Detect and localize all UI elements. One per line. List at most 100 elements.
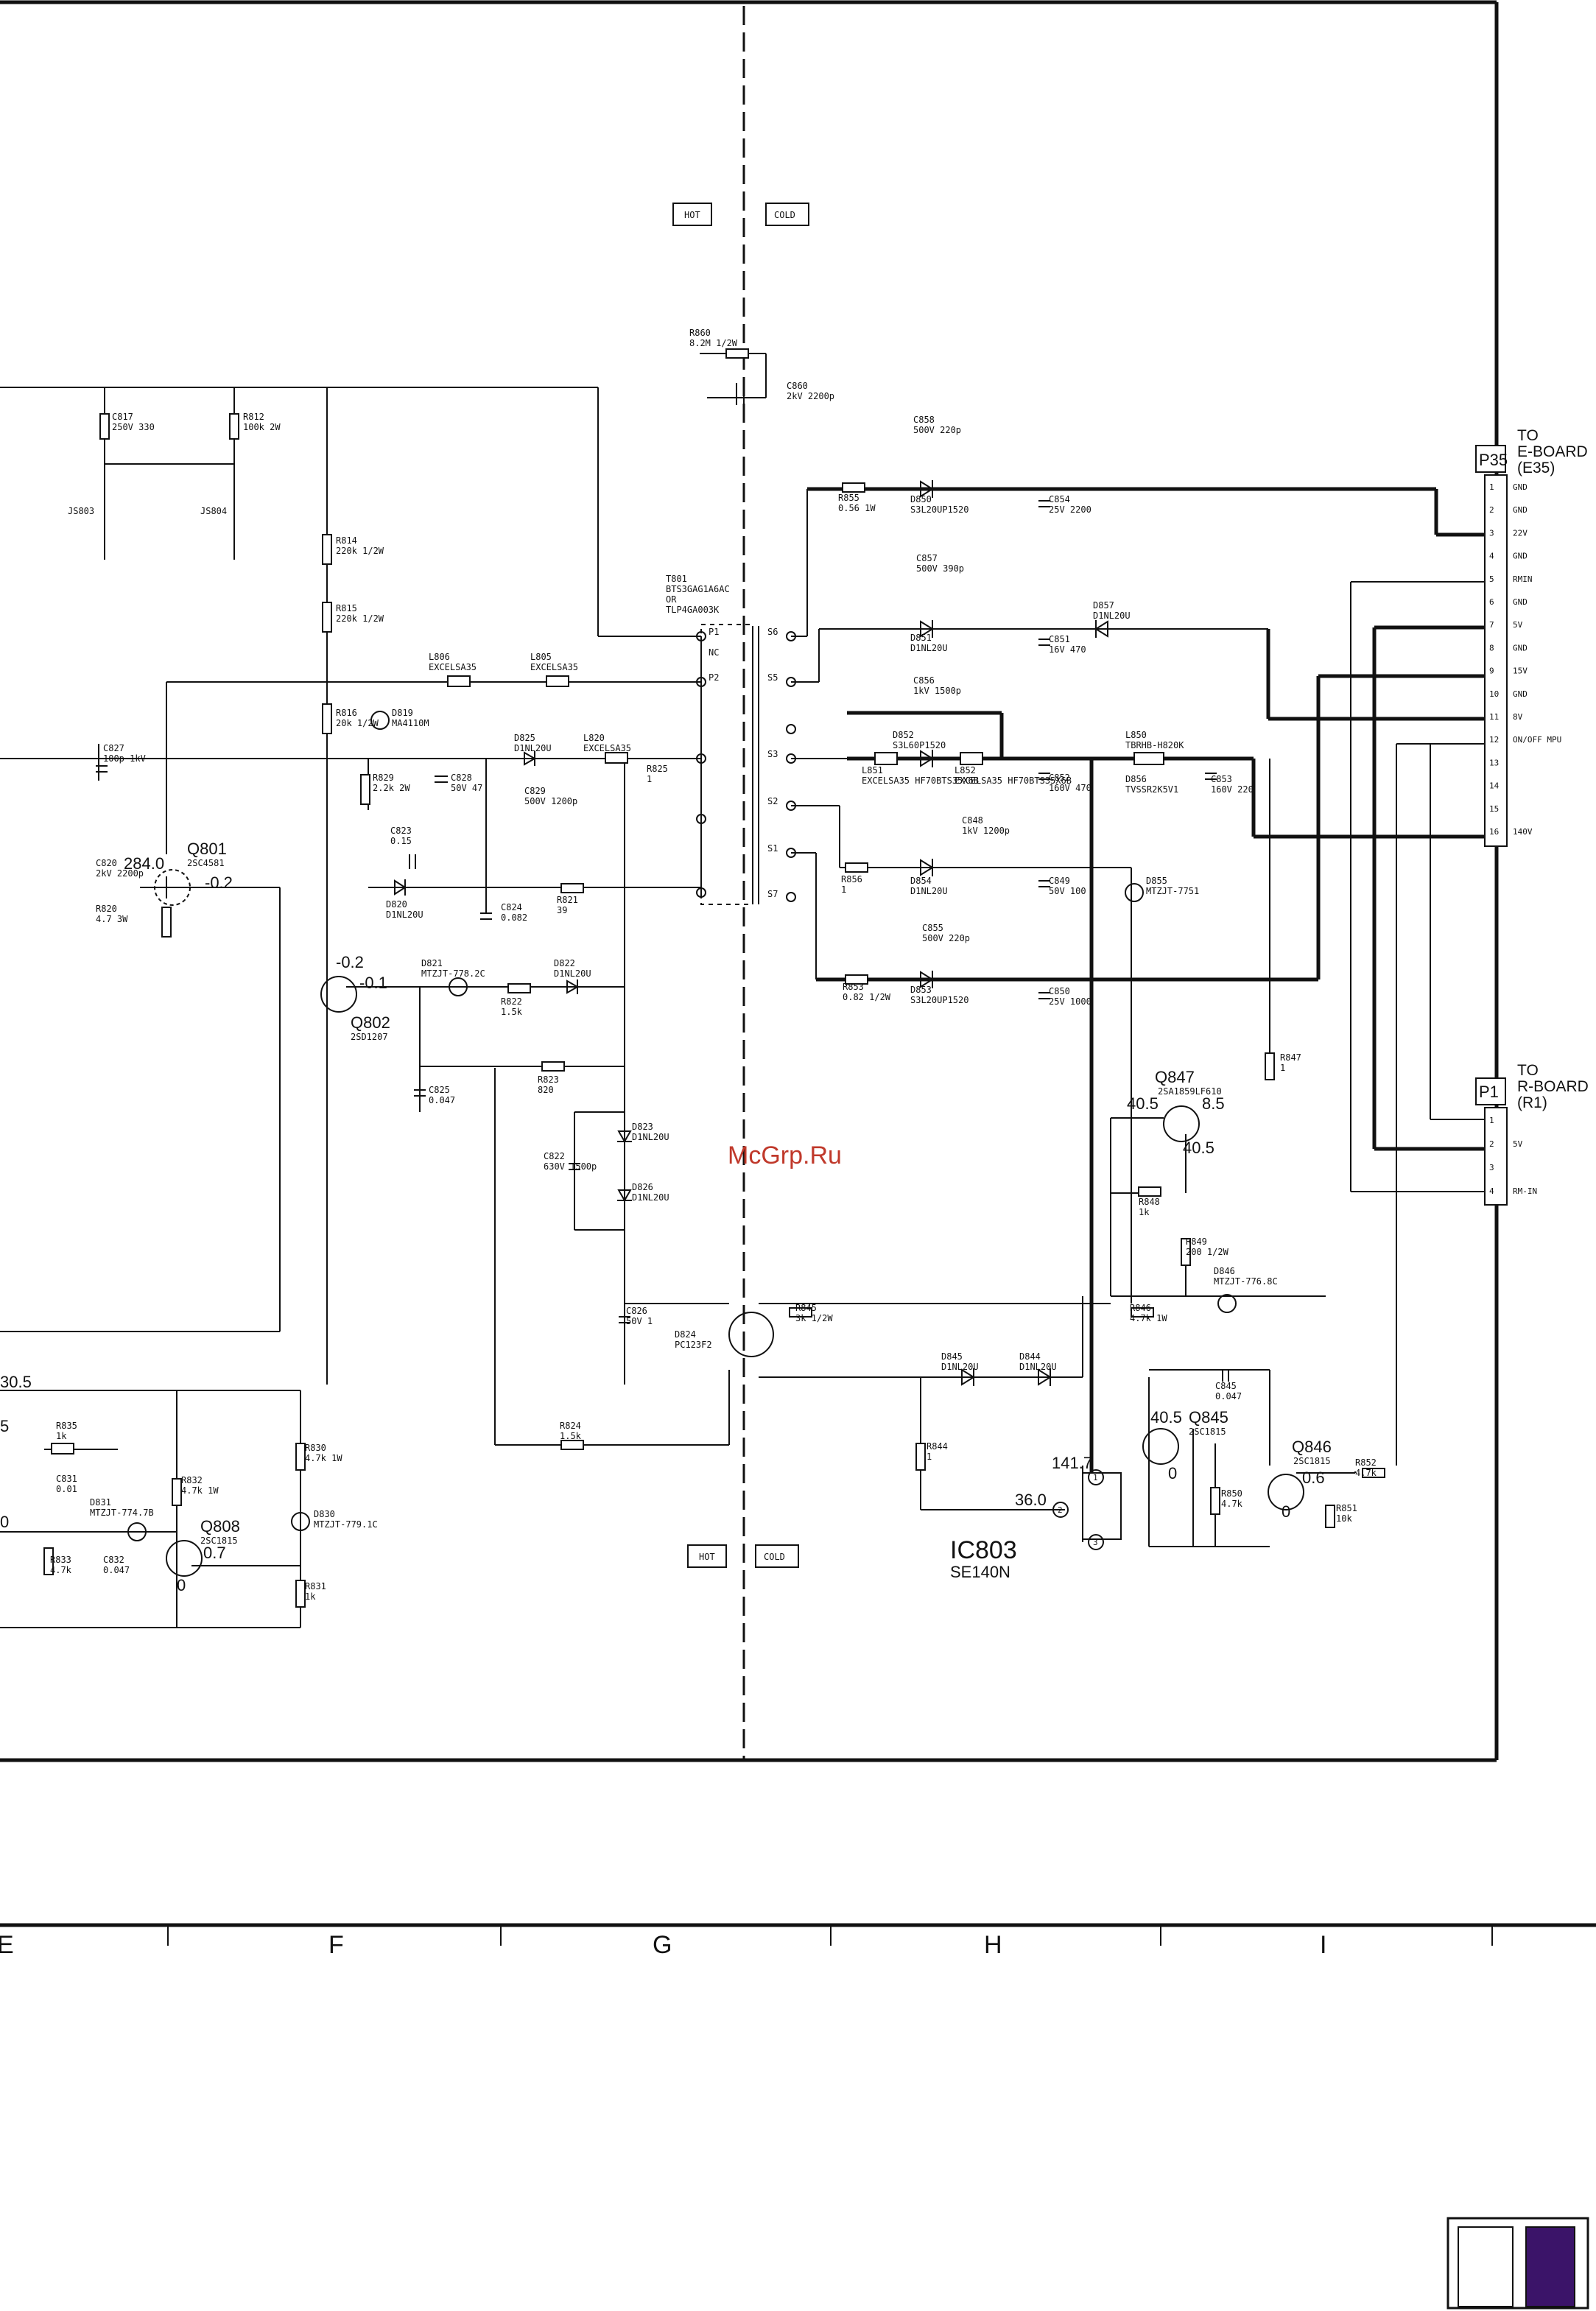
label-js804: JS804 [200,506,227,516]
svg-text:30.5: 30.5 [0,1373,32,1391]
label-d846: D846 [1214,1266,1235,1276]
label-l805: L805 [530,652,552,662]
svg-text:10k: 10k [1336,1513,1352,1524]
svg-text:500V 390p: 500V 390p [916,563,964,574]
svg-text:P1: P1 [1479,1083,1499,1101]
pin-number: 8 [1489,643,1494,653]
svg-text:SE140N: SE140N [950,1563,1010,1581]
svg-text:100p 1kV: 100p 1kV [103,753,146,764]
label-c822: C822 [544,1151,565,1161]
svg-text:Q847: Q847 [1155,1068,1195,1086]
label-c848: C848 [962,815,983,826]
svg-text:E-BOARD: E-BOARD [1517,443,1588,460]
svg-text:2kV 2200p: 2kV 2200p [96,868,144,879]
svg-text:D1NL20U: D1NL20U [632,1132,669,1142]
q801: Q801 2SC4581 284.0 -0.2 [124,840,233,906]
cold-side-components [789,480,1385,1528]
label-r846: R846 [1130,1303,1151,1313]
svg-text:4.7 3W: 4.7 3W [96,914,128,924]
cold-side-wiring [759,487,1485,1547]
svg-text:S2: S2 [767,796,778,806]
svg-text:4.7k 1W: 4.7k 1W [1130,1313,1167,1323]
label-c826: C826 [626,1306,647,1316]
svg-text:2.2k 2W: 2.2k 2W [373,783,410,793]
svg-text:0.047: 0.047 [1215,1391,1242,1401]
svg-text:P35: P35 [1479,451,1508,469]
svg-text:0.01: 0.01 [56,1484,77,1494]
label-c828: C828 [451,773,472,783]
label-c854: C854 [1049,494,1070,504]
pin-number: 2 [1489,505,1494,515]
label-js803: JS803 [68,506,94,516]
svg-text:39: 39 [557,905,567,915]
svg-text:40.5: 40.5 [1127,1094,1159,1113]
svg-text:1k: 1k [56,1431,67,1441]
label-c817: C817 [112,412,133,422]
label-l850: L850 [1125,730,1147,740]
svg-text:220k 1/2W: 220k 1/2W [336,613,384,624]
svg-text:T801: T801 [666,574,687,584]
svg-text:TLP4GA003K: TLP4GA003K [666,605,720,615]
pin-number: 3 [1489,1163,1494,1172]
label-r825: R825 [647,764,668,774]
pin-number: 2 [1489,1139,1494,1149]
pin-number: 1 [1489,1116,1494,1125]
svg-text:160V 220: 160V 220 [1211,784,1254,795]
svg-text:2SC4581: 2SC4581 [187,858,225,868]
pin-label: 15V [1513,666,1528,676]
pin-number: 13 [1489,758,1499,767]
svg-text:MTZJT-7751: MTZJT-7751 [1146,886,1199,896]
pin-label: 140V [1513,827,1533,837]
label-d856: D856 [1125,774,1147,784]
svg-text:3k 1/2W: 3k 1/2W [795,1313,833,1323]
svg-text:2SC1815: 2SC1815 [1189,1427,1226,1437]
svg-text:4.7k 1W: 4.7k 1W [181,1485,219,1496]
svg-text:MTZJT-778.2C: MTZJT-778.2C [421,968,485,979]
label-d830: D830 [314,1509,335,1519]
svg-text:EXCELSA35 HF70BTS35X6B: EXCELSA35 HF70BTS35X6B [862,775,979,786]
pin-number: 6 [1489,597,1494,607]
label-d845: D845 [941,1351,963,1362]
pin-label: 8V [1513,712,1523,722]
svg-text:0: 0 [0,1513,9,1531]
svg-text:OR: OR [666,594,677,605]
svg-text:D1NL20U: D1NL20U [910,886,948,896]
svg-text:8.2M 1/2W: 8.2M 1/2W [689,338,738,348]
label-d822: D822 [554,958,575,968]
svg-text:1: 1 [927,1452,932,1462]
svg-text:0: 0 [1168,1464,1177,1482]
svg-text:R-BOARD: R-BOARD [1517,1078,1589,1095]
label-d820: D820 [386,899,407,910]
label-r855: R855 [838,493,859,503]
q845: Q845 2SC1815 40.5 0 [1142,1408,1228,1482]
svg-text:25V 2200: 25V 2200 [1049,504,1091,515]
svg-text:HOT: HOT [684,210,700,220]
label-c851: C851 [1049,634,1070,644]
svg-text:D1NL20U: D1NL20U [910,643,948,653]
label-c831: C831 [56,1474,77,1484]
svg-text:PC123F2: PC123F2 [675,1340,712,1350]
svg-text:S1: S1 [767,843,778,854]
svg-text:1k: 1k [1139,1207,1150,1217]
svg-text:0: 0 [177,1576,186,1594]
svg-text:1: 1 [1280,1063,1285,1073]
svg-text:50V 100: 50V 100 [1049,886,1086,896]
svg-text:EXCELSA35: EXCELSA35 [530,662,578,672]
pin-label: RM-IN [1513,1186,1537,1196]
svg-text:(R1): (R1) [1517,1094,1547,1111]
connector-p1: P1 TO R-BOARD (R1) [1475,1062,1589,1206]
label-d821: D821 [421,958,443,968]
svg-text:EXCELSA35: EXCELSA35 [429,662,477,672]
pin-number: 1 [1489,482,1494,492]
pin-number: 15 [1489,804,1499,814]
svg-text:Q845: Q845 [1189,1408,1228,1427]
label-c824: C824 [501,902,522,912]
svg-text:S3L20UP1520: S3L20UP1520 [910,995,969,1005]
label-c850: C850 [1049,986,1070,996]
pin-number: 14 [1489,781,1500,791]
svg-text:D1NL20U: D1NL20U [1019,1362,1057,1372]
label-d823: D823 [632,1122,653,1132]
grid-col-i: I [1320,1931,1326,1959]
svg-text:2SD1207: 2SD1207 [351,1032,388,1042]
